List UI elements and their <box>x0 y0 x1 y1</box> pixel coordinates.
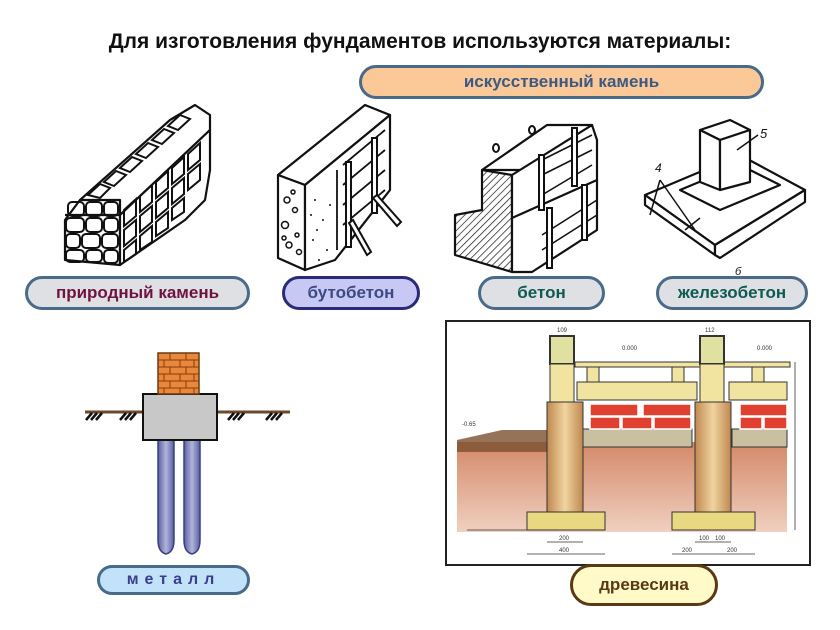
material-rubble-concrete-label: бутобетон <box>307 283 395 302</box>
footing-right <box>671 511 756 531</box>
dim-half-right: 100 <box>715 536 726 542</box>
pile-left <box>157 439 175 555</box>
gravel-bed-right <box>731 428 788 448</box>
material-reinforced-concrete[interactable]: железобетон <box>656 276 808 310</box>
category-artificial-stone[interactable]: искусственный камень <box>359 65 764 99</box>
level-top-left: 0.000 <box>622 346 638 352</box>
ground-hatch-icon <box>85 412 283 421</box>
dim-post-width: 200 <box>559 536 570 542</box>
material-wood[interactable]: древесина <box>570 564 718 606</box>
gravel-bed-left <box>581 428 693 448</box>
pile-right <box>183 439 201 555</box>
reinforced-concrete-footing-illustration: 4 5 б <box>643 118 807 278</box>
material-wood-label: древесина <box>599 575 689 594</box>
concrete-formwork-illustration <box>453 123 599 274</box>
material-reinforced-concrete-label: железобетон <box>677 283 787 302</box>
dim-footing-right: 200 <box>727 548 738 554</box>
post-right <box>694 401 732 513</box>
dim-wall-left: 109 <box>557 328 568 334</box>
level-ground: -0.65 <box>462 422 476 428</box>
dim-footing-width: 400 <box>559 548 570 554</box>
dim-footing-left: 200 <box>682 548 693 554</box>
page-title: Для изготовления фундаментов используютс… <box>108 30 732 53</box>
post-left <box>546 401 584 513</box>
natural-stone-wall-illustration <box>63 103 212 267</box>
category-artificial-stone-label: искусственный камень <box>463 72 660 91</box>
brick-supports <box>589 403 788 430</box>
material-rubble-concrete[interactable]: бутобетон <box>282 276 420 310</box>
material-natural-stone-label: природный камень <box>55 283 220 302</box>
wood-foundation-diagram-frame: 109 112 0.000 0.000 -0.65 200 400 100 10… <box>445 320 811 566</box>
material-metal-label: металл <box>126 571 221 588</box>
footing-left <box>526 511 606 531</box>
dim-wall-right: 112 <box>705 328 715 334</box>
floor-beams <box>574 361 791 401</box>
dim-half-left: 100 <box>699 536 710 542</box>
metal-pile-foundation-illustration <box>85 352 290 555</box>
log-walls <box>549 335 725 403</box>
pile-cap <box>142 393 218 441</box>
label-4: 4 <box>655 161 662 175</box>
rubble-concrete-illustration <box>276 103 403 272</box>
material-natural-stone[interactable]: природный камень <box>25 276 250 310</box>
label-5: 5 <box>760 126 768 141</box>
label-b: б <box>735 266 742 278</box>
brick-column <box>157 352 200 395</box>
material-concrete-label: бетон <box>517 283 566 302</box>
level-top-right: 0.000 <box>757 346 773 352</box>
material-metal[interactable]: металл <box>97 565 250 595</box>
topsoil <box>457 430 547 452</box>
wood-foundation-diagram: 109 112 0.000 0.000 -0.65 200 400 100 10… <box>457 328 796 555</box>
material-concrete[interactable]: бетон <box>478 276 605 310</box>
